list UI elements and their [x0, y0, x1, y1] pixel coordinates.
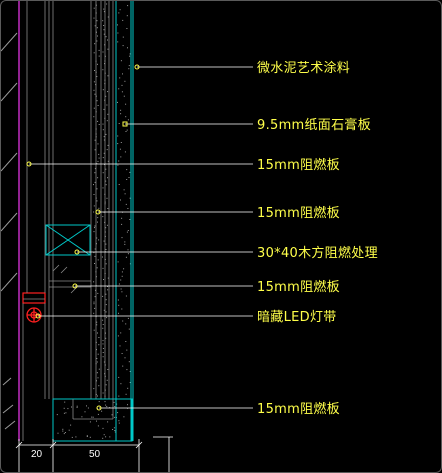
- bottom-board-block: [52, 398, 133, 442]
- dimension-chain: [15, 436, 173, 472]
- led-strip-icon: [26, 307, 42, 323]
- leader-lines: [29, 66, 253, 409]
- callout-fire-board-2: 15mm阻燃板: [257, 206, 340, 221]
- leader-dots: [26, 64, 140, 411]
- lower-hatch: [49, 264, 91, 294]
- callout-timber-batten: 30*40木方阻燃处理: [257, 246, 378, 261]
- callout-fire-board-1: 15mm阻燃板: [257, 158, 340, 173]
- callout-fire-board-3: 15mm阻燃板: [257, 280, 340, 295]
- board-layers: [26, 1, 114, 399]
- timber-batten: [45, 224, 91, 256]
- led-cavity: [22, 292, 46, 441]
- dimension-20: 20: [31, 449, 43, 460]
- wall-hatch: [1, 32, 18, 430]
- callout-microcement-finish: 微水泥艺术涂料: [257, 61, 351, 76]
- board-stipple: [56, 3, 131, 439]
- dimension-50: 50: [89, 449, 101, 460]
- callout-fire-board-4: 15mm阻燃板: [257, 402, 340, 417]
- callout-led-strip: 暗藏LED灯带: [257, 310, 337, 325]
- callout-gypsum-board: 9.5mm纸面石膏板: [257, 118, 372, 133]
- finish-coat: [115, 1, 134, 441]
